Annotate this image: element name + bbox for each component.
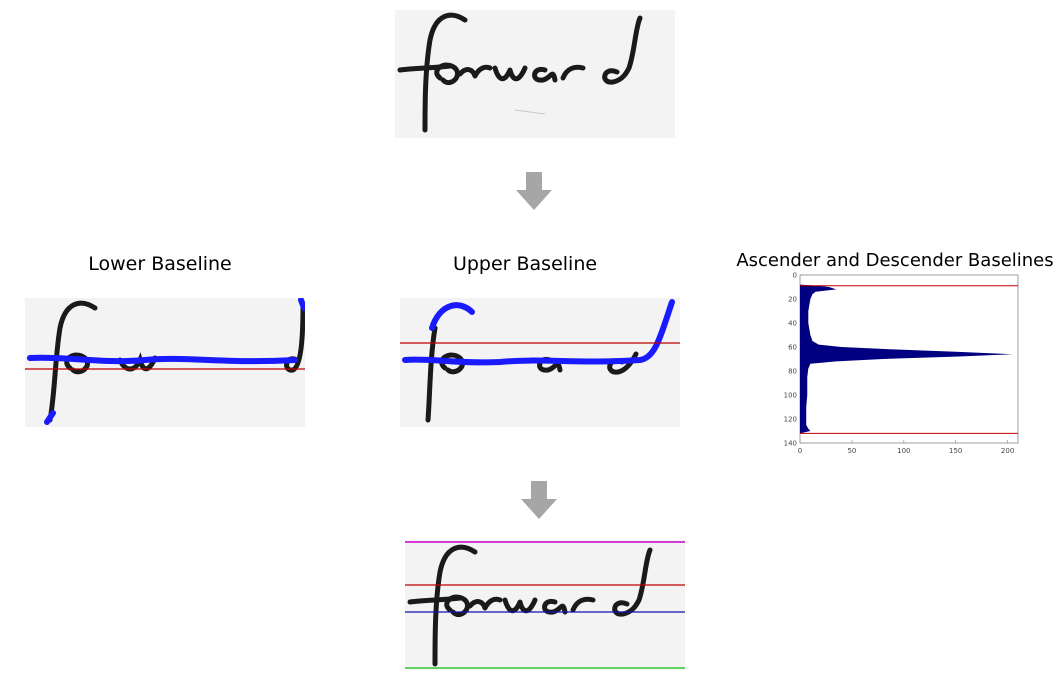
y-tick-label: 20 — [788, 296, 797, 304]
lower-baseline-image — [25, 298, 305, 427]
upper-stroke-highlight — [402, 299, 675, 366]
y-tick-label: 60 — [788, 344, 797, 352]
lower-stroke-highlight — [27, 298, 305, 425]
down-arrow-icon — [516, 172, 552, 216]
x-tick-label: 0 — [798, 447, 802, 455]
lower-baseline-caption: Lower Baseline — [88, 253, 232, 275]
y-tick-label: 140 — [784, 440, 797, 448]
histogram-area — [800, 284, 1013, 434]
y-tick-label: 80 — [788, 368, 797, 376]
upper-baseline-caption: Upper Baseline — [452, 253, 598, 275]
input-word-image — [395, 10, 675, 138]
y-tick-label: 100 — [784, 392, 797, 400]
projection-histogram-chart: 0 20 40 60 80 100 120 140 0 50 100 150 200 — [780, 270, 1025, 460]
final-baselines-image — [405, 540, 685, 670]
x-tick-label: 200 — [1001, 447, 1014, 455]
ascender-descender-caption: Ascender and Descender Baselines — [736, 250, 1054, 271]
down-arrow-icon — [521, 481, 557, 525]
y-tick-label: 40 — [788, 320, 797, 328]
y-tick-label: 0 — [793, 272, 797, 280]
x-tick-label: 50 — [847, 447, 856, 455]
handwritten-word — [397, 12, 643, 133]
x-tick-label: 150 — [949, 447, 962, 455]
upper-baseline-image — [400, 298, 680, 427]
y-tick-label: 120 — [784, 416, 797, 424]
x-tick-label: 100 — [897, 447, 910, 455]
